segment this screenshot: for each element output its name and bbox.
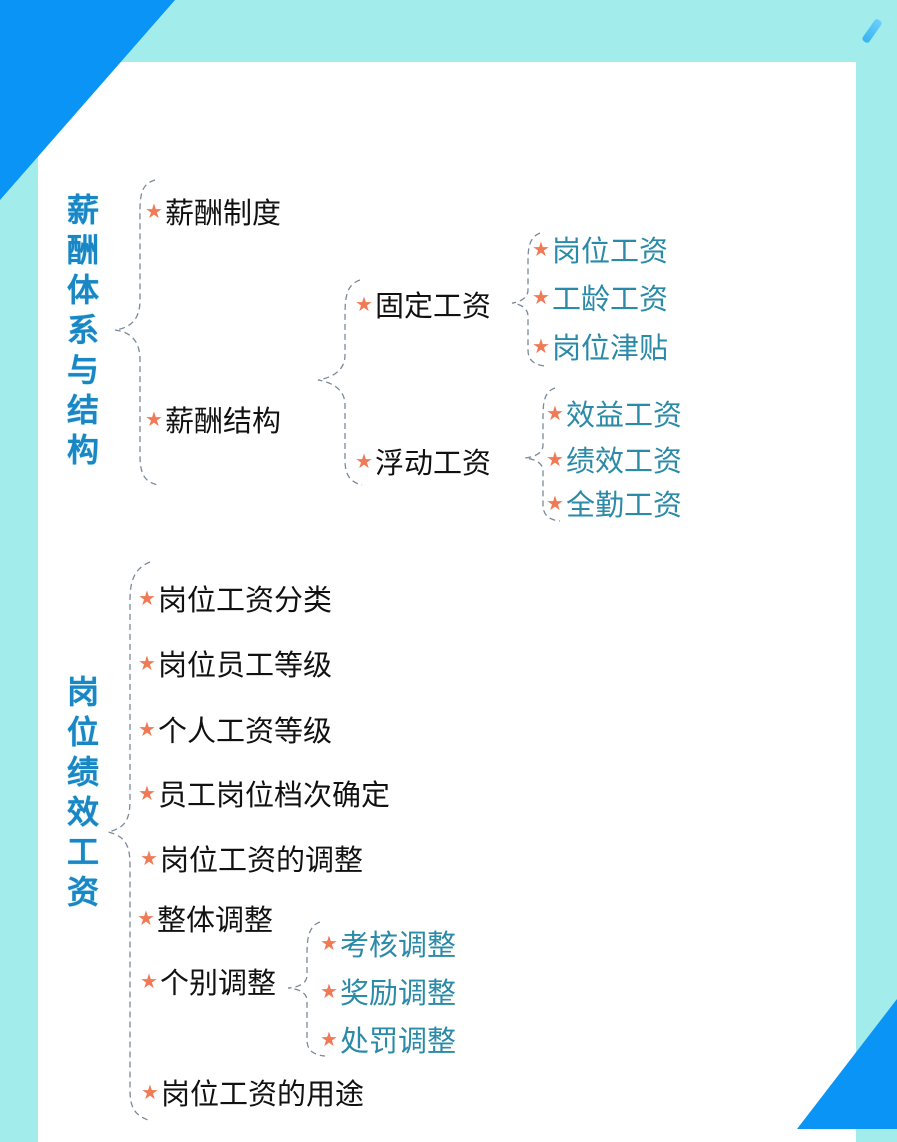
node-overall-adjustment: ★ 整体调整 bbox=[137, 897, 273, 939]
star-icon: ★ bbox=[145, 199, 163, 223]
node-position-allowance: ★ 岗位津贴 bbox=[532, 325, 668, 367]
node-label: 固定工资 bbox=[374, 289, 491, 323]
node-level-determination: ★ 员工岗位档次确定 bbox=[138, 772, 390, 814]
section-title-compensation-system: 薪 酬 体 系 与 结 构 bbox=[63, 190, 103, 470]
star-icon: ★ bbox=[320, 931, 338, 955]
title-char: 绩 bbox=[66, 753, 99, 791]
title-char: 构 bbox=[66, 431, 99, 469]
node-compensation-policy: ★ 薪酬制度 bbox=[145, 190, 281, 232]
node-attendance-wage: ★ 全勤工资 bbox=[546, 482, 682, 524]
node-label: 岗位员工等级 bbox=[157, 648, 332, 682]
corner-decoration-bottom-right bbox=[797, 999, 897, 1129]
node-benefit-wage: ★ 效益工资 bbox=[546, 392, 682, 434]
node-wage-adjustment: ★ 岗位工资的调整 bbox=[140, 837, 363, 879]
node-compensation-structure: ★ 薪酬结构 bbox=[145, 398, 281, 440]
node-wage-classification: ★ 岗位工资分类 bbox=[138, 577, 332, 619]
node-label: 处罚调整 bbox=[339, 1024, 456, 1058]
node-label: 考核调整 bbox=[339, 928, 456, 962]
section-title-position-performance-wage: 岗 位 绩 效 工 资 bbox=[63, 672, 103, 912]
node-label: 薪酬结构 bbox=[164, 404, 281, 438]
node-floating-wage: ★ 浮动工资 bbox=[355, 440, 491, 482]
node-wage-usage: ★ 岗位工资的用途 bbox=[141, 1071, 364, 1113]
node-label: 整体调整 bbox=[156, 903, 273, 937]
star-icon: ★ bbox=[145, 407, 163, 431]
content-panel bbox=[38, 62, 856, 1142]
node-performance-wage: ★ 绩效工资 bbox=[546, 438, 682, 480]
title-char: 结 bbox=[66, 391, 99, 429]
node-label: 个别调整 bbox=[159, 966, 276, 1000]
node-label: 个人工资等级 bbox=[157, 714, 332, 748]
node-employee-grade: ★ 岗位员工等级 bbox=[138, 642, 332, 684]
node-label: 效益工资 bbox=[565, 398, 682, 432]
node-reward-adjustment: ★ 奖励调整 bbox=[320, 970, 456, 1012]
node-label: 岗位津贴 bbox=[551, 331, 668, 365]
star-icon: ★ bbox=[138, 586, 156, 610]
star-icon: ★ bbox=[355, 292, 373, 316]
star-icon: ★ bbox=[140, 969, 158, 993]
star-icon: ★ bbox=[546, 401, 564, 425]
node-individual-adjustment: ★ 个别调整 bbox=[140, 960, 276, 1002]
title-char: 岗 bbox=[66, 673, 99, 711]
node-position-wage: ★ 岗位工资 bbox=[532, 228, 668, 270]
node-personal-wage-grade: ★ 个人工资等级 bbox=[138, 708, 332, 750]
node-label: 薪酬制度 bbox=[164, 196, 281, 230]
title-char: 体 bbox=[66, 271, 99, 309]
title-char: 与 bbox=[66, 351, 99, 389]
title-char: 资 bbox=[66, 873, 99, 911]
star-icon: ★ bbox=[532, 237, 550, 261]
star-icon: ★ bbox=[532, 334, 550, 358]
node-label: 工龄工资 bbox=[551, 282, 668, 316]
star-icon: ★ bbox=[138, 717, 156, 741]
star-icon: ★ bbox=[140, 846, 158, 870]
star-icon: ★ bbox=[137, 906, 155, 930]
node-label: 岗位工资 bbox=[551, 234, 668, 268]
node-label: 岗位工资的用途 bbox=[160, 1077, 364, 1111]
title-char: 系 bbox=[66, 311, 99, 349]
title-char: 酬 bbox=[66, 231, 99, 269]
star-icon: ★ bbox=[138, 651, 156, 675]
node-label: 奖励调整 bbox=[339, 976, 456, 1010]
star-icon: ★ bbox=[138, 781, 156, 805]
star-icon: ★ bbox=[546, 447, 564, 471]
node-assessment-adjustment: ★ 考核调整 bbox=[320, 922, 456, 964]
corner-decoration-top-left bbox=[0, 0, 175, 200]
node-penalty-adjustment: ★ 处罚调整 bbox=[320, 1018, 456, 1060]
title-char: 工 bbox=[66, 833, 99, 871]
node-label: 全勤工资 bbox=[565, 488, 682, 522]
node-fixed-wage: ★ 固定工资 bbox=[355, 283, 491, 325]
node-label: 岗位工资的调整 bbox=[159, 843, 363, 877]
star-icon: ★ bbox=[355, 449, 373, 473]
star-icon: ★ bbox=[141, 1080, 159, 1104]
star-icon: ★ bbox=[320, 1027, 338, 1051]
title-char: 效 bbox=[66, 793, 99, 831]
node-label: 浮动工资 bbox=[374, 446, 491, 480]
node-label: 岗位工资分类 bbox=[157, 583, 332, 617]
node-label: 绩效工资 bbox=[565, 444, 682, 478]
star-icon: ★ bbox=[320, 979, 338, 1003]
star-icon: ★ bbox=[532, 285, 550, 309]
node-seniority-wage: ★ 工龄工资 bbox=[532, 276, 668, 318]
title-char: 位 bbox=[66, 713, 99, 751]
star-icon: ★ bbox=[546, 491, 564, 515]
node-label: 员工岗位档次确定 bbox=[157, 778, 390, 812]
